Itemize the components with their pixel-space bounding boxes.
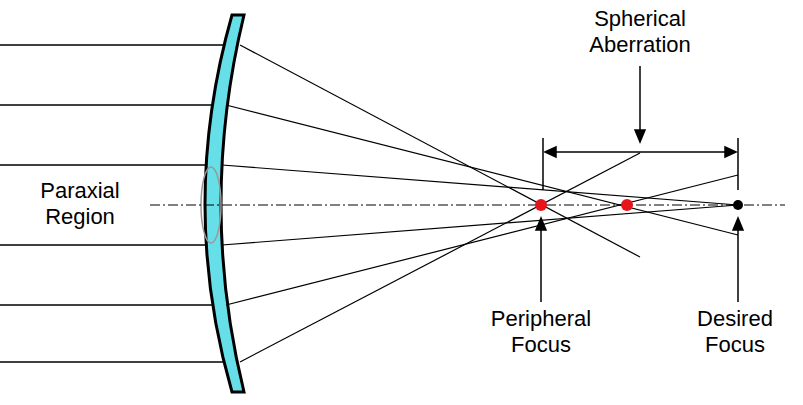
refracted-rays [222,45,738,362]
peripheral-focus-dot [535,199,547,211]
lens-body [205,15,244,392]
incoming-rays [0,45,232,362]
optical-axis [150,205,785,206]
focus-label: Desired Focus [680,306,790,358]
aberration-bracket [543,66,738,190]
intermediate-focus-dot [621,199,633,211]
desired-focus-dot [733,200,743,210]
focus-label: Peripheral Focus [476,306,606,358]
aberration-label: Spherical Aberration [575,6,705,58]
focus-pointers [536,218,743,302]
region-label: Paraxial Region [20,178,140,230]
